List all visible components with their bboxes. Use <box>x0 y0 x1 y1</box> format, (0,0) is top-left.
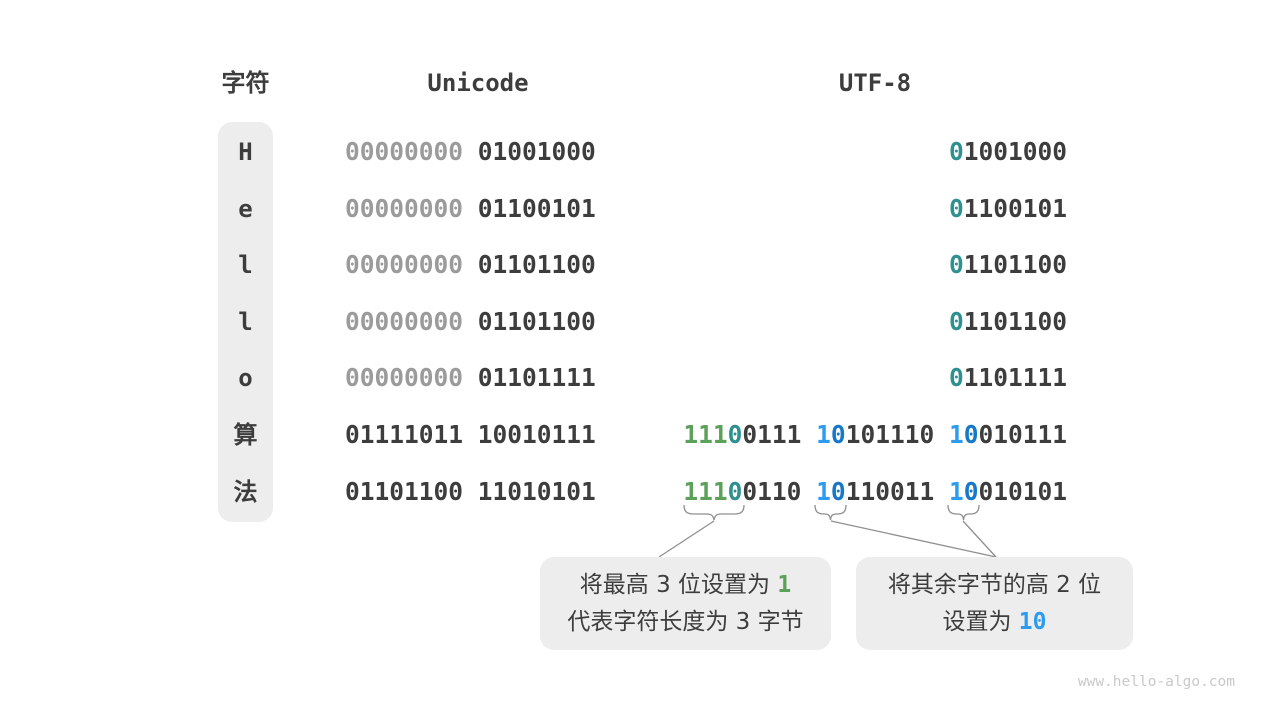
utf8-value: 01101100 <box>949 250 1067 280</box>
binary-segment: 01101111 <box>477 363 596 392</box>
utf8-value: 01100101 <box>949 194 1067 224</box>
binary-segment: 01100101 <box>477 194 596 223</box>
binary-segment: 0 <box>948 307 964 336</box>
unicode-value: 00000000 01100101 <box>345 194 596 224</box>
character-column-panel <box>218 122 273 522</box>
binary-segment: 0110 <box>742 477 817 506</box>
binary-segment: 01101100 <box>477 307 596 336</box>
utf8-value: 01001000 <box>949 137 1067 167</box>
binary-segment: 0 <box>948 363 964 392</box>
character-cell: 法 <box>233 478 258 506</box>
callout-leading-bits-line2: 代表字符长度为 3 字节 <box>567 604 803 641</box>
binary-segment: 0 <box>727 477 743 506</box>
binary-segment: 1101100 <box>963 250 1067 279</box>
header-utf8: UTF-8 <box>838 69 912 97</box>
binary-segment: 01001000 <box>477 137 596 166</box>
callout-continuation-line1: 将其余字节的高 2 位 <box>888 567 1101 604</box>
binary-segment: 01111011 10010111 <box>345 420 596 449</box>
binary-segment: 010111 <box>978 420 1067 449</box>
binary-segment: 1 <box>948 420 964 449</box>
binary-segment: 111 <box>683 420 728 449</box>
binary-segment: 0 <box>963 477 979 506</box>
character-cell: e <box>238 195 253 223</box>
binary-segment: 0 <box>948 250 964 279</box>
unicode-value: 01101100 11010101 <box>345 477 596 507</box>
binary-segment: 1001000 <box>963 137 1067 166</box>
unicode-value: 01111011 10010111 <box>345 420 596 450</box>
binary-segment: 00000000 <box>345 250 478 279</box>
binary-segment: 101110 <box>845 420 949 449</box>
character-cell: l <box>238 308 253 336</box>
callout-text: 设置为 <box>942 608 1019 635</box>
binary-segment: 00000000 <box>345 137 478 166</box>
utf8-value: 01101100 <box>949 307 1067 337</box>
binary-segment: 1 <box>816 420 831 449</box>
binary-segment: 1 <box>816 477 831 506</box>
header-character: 字符 <box>221 69 270 97</box>
binary-segment: 110011 <box>845 477 949 506</box>
binary-segment: 01101100 11010101 <box>345 477 596 506</box>
character-cell: H <box>238 138 253 166</box>
leader-line-left <box>658 520 715 558</box>
underbrace-prefix-1110 <box>683 504 745 521</box>
unicode-value: 00000000 01101111 <box>345 363 596 393</box>
header-unicode: Unicode <box>427 69 529 97</box>
binary-segment: 1100101 <box>963 194 1067 223</box>
callout-text: 将其余字节的高 2 位 <box>887 571 1102 598</box>
binary-segment: 0111 <box>742 420 817 449</box>
highlight-bit-1: 1 <box>777 571 792 598</box>
callout-continuation-line2: 设置为 10 <box>942 604 1046 641</box>
binary-segment: 0 <box>948 137 964 166</box>
callout-text: 将最高 3 位设置为 <box>579 571 778 598</box>
binary-segment: 111 <box>683 477 728 506</box>
callout-leading-bits-line1: 将最高 3 位设置为 1 <box>580 567 791 604</box>
binary-segment: 1101100 <box>963 307 1067 336</box>
underbrace-prefix-10-first <box>814 504 847 521</box>
highlight-bits-10: 10 <box>1018 608 1047 635</box>
binary-segment: 1 <box>948 477 964 506</box>
binary-segment: 0 <box>948 194 964 223</box>
unicode-value: 00000000 01101100 <box>345 250 596 280</box>
unicode-value: 00000000 01001000 <box>345 137 596 167</box>
binary-segment: 010101 <box>978 477 1067 506</box>
callout-continuation-bits: 将其余字节的高 2 位 设置为 10 <box>856 557 1133 650</box>
utf8-value: 11100110 10110011 10010101 <box>683 477 1067 507</box>
leader-line-right-b <box>962 520 997 558</box>
binary-segment: 00000000 <box>345 363 478 392</box>
utf8-value: 11100111 10101110 10010111 <box>683 420 1067 450</box>
watermark-url: www.hello-algo.com <box>1077 674 1235 690</box>
binary-segment: 0 <box>830 420 846 449</box>
binary-segment: 0 <box>963 420 979 449</box>
leader-line-right-a <box>830 520 997 558</box>
unicode-value: 00000000 01101100 <box>345 307 596 337</box>
character-cell: o <box>238 364 253 392</box>
binary-segment: 00000000 <box>345 307 478 336</box>
character-cell: l <box>238 251 253 279</box>
binary-segment: 00000000 <box>345 194 478 223</box>
callout-text: 代表字符长度为 3 字节 <box>567 608 804 635</box>
utf8-value: 01101111 <box>949 363 1067 393</box>
binary-segment: 1101111 <box>963 363 1067 392</box>
character-cell: 算 <box>233 421 258 449</box>
underbrace-prefix-10-second <box>947 504 980 521</box>
callout-leading-bits: 将最高 3 位设置为 1 代表字符长度为 3 字节 <box>540 557 831 650</box>
binary-segment: 01101100 <box>477 250 596 279</box>
binary-segment: 0 <box>830 477 846 506</box>
binary-segment: 0 <box>727 420 743 449</box>
